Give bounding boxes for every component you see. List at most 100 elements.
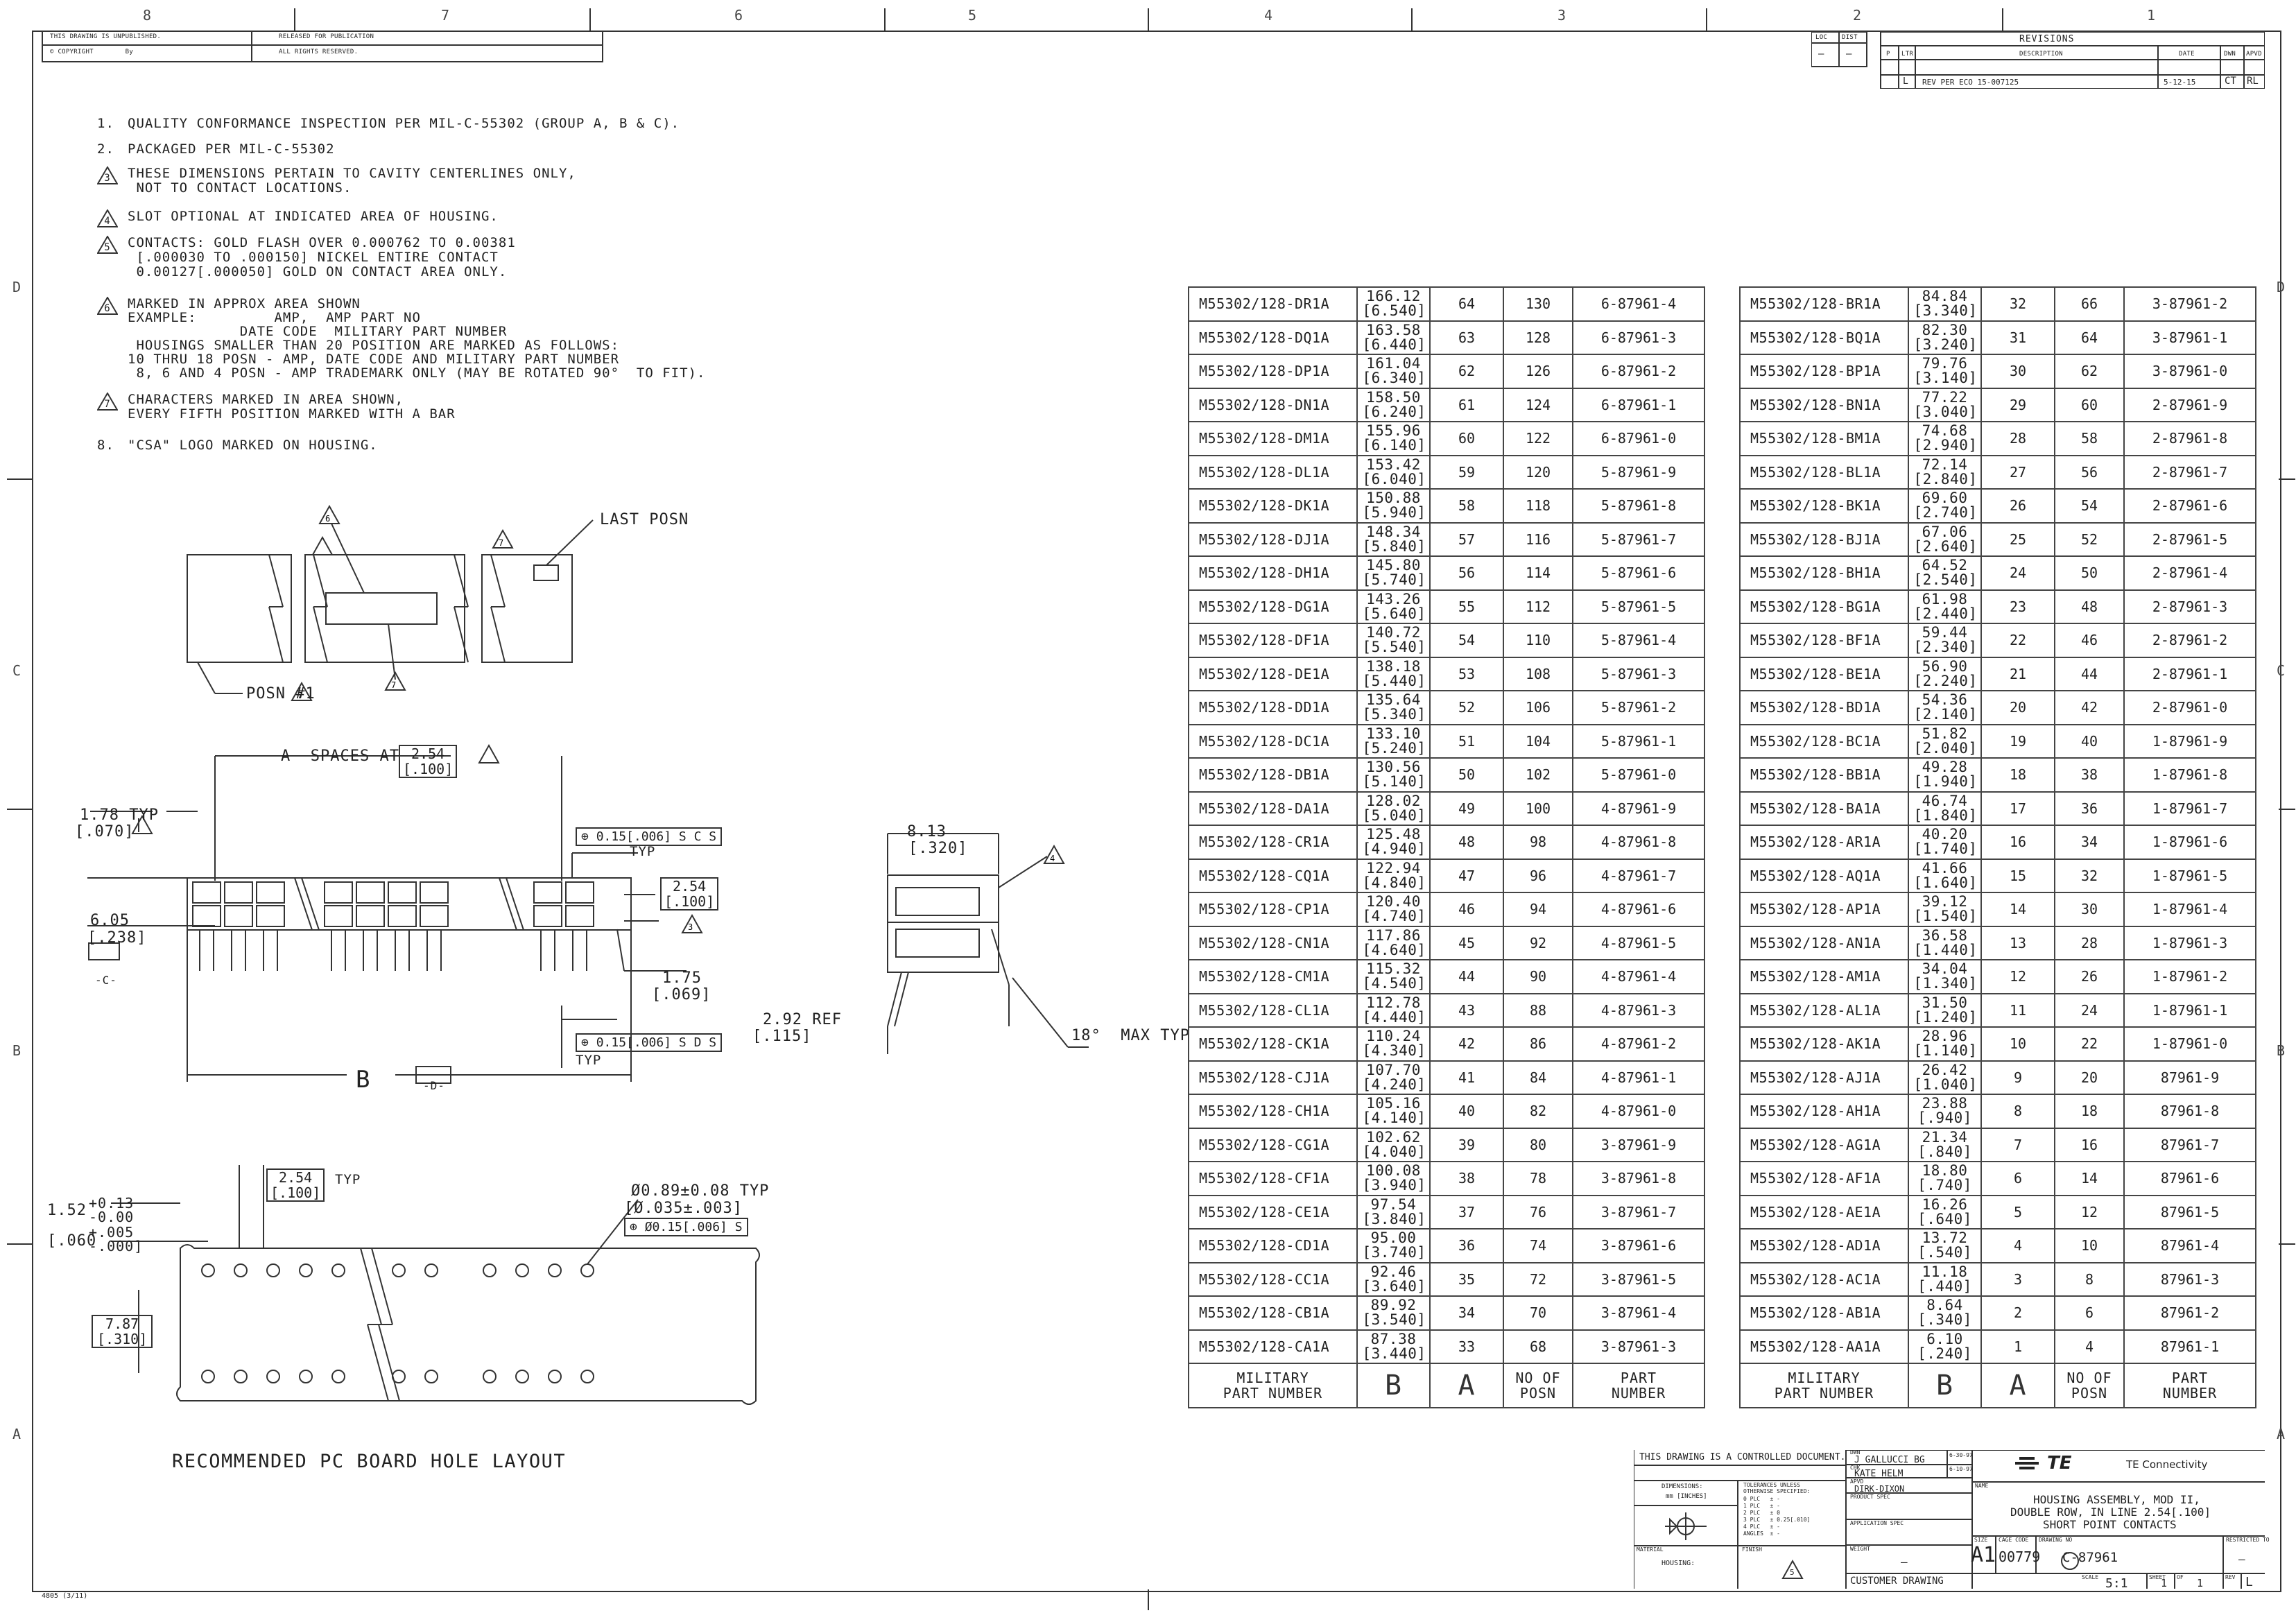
chk-label: CHK [1850,1465,1861,1471]
dim-a-value: 46 [1429,892,1504,927]
dim-b-mm: 100.08 [1366,1162,1421,1180]
size-value: A1 [1971,1543,1996,1567]
dim-b-inch: [3.240] [1913,336,1978,353]
dim-b-value: 102.62[4.040] [1356,1127,1431,1162]
posn1-label: POSN #1 [246,685,316,702]
dim-b-inch: [.940] [1917,1110,1972,1127]
dim-b-mm: 77.22 [1922,388,1968,406]
military-part-number: M55302/128-DK1A [1188,488,1358,524]
dim-b-mm: 143.26 [1366,590,1421,607]
dim-a-value: 41 [1429,1060,1504,1095]
military-part-number: M55302/128-CJ1A [1188,1060,1358,1095]
part-number: 2-87961-8 [2123,421,2256,456]
position-count: 54 [2054,488,2125,524]
dim-292: 2.92 REF [763,1011,842,1028]
dim-b-inch: [.340] [1917,1311,1972,1329]
dim-b-value: 16.26[.640] [1908,1194,1982,1230]
note-flag-icon: 7 [97,392,118,411]
dim-b-mm: 11.18 [1922,1263,1968,1280]
dim-a-value: 25 [1980,521,2055,557]
part-number: 1-87961-1 [2123,992,2256,1028]
title-block: THIS DRAWING IS A CONTROLLED DOCUMENT. D… [1634,1449,2270,1591]
dim-b-inch: [2.840] [1913,470,1978,488]
hole-pitch-typ: TYP [335,1172,361,1187]
position-count: 26 [2054,959,2125,994]
position-count: 112 [1503,589,1573,624]
position-count: 32 [2054,858,2125,893]
part-number: 3-87961-0 [2123,354,2256,389]
dim-b-mm: 153.42 [1366,456,1421,473]
dim-b-inch: [6.340] [1362,370,1426,387]
svg-text:3: 3 [688,922,693,932]
dim-b-value: 140.72[5.540] [1356,623,1431,658]
rev-loc-label: LOC [1815,34,1828,41]
form-code: 4805 (3/11) [42,1592,88,1600]
position-count: 22 [2054,1026,2125,1062]
dim-b-inch: [2.640] [1913,537,1978,555]
dim-b-value: 34.04[1.340] [1908,959,1982,994]
position-count: 60 [2054,387,2125,422]
military-part-number: M55302/128-CP1A [1188,892,1358,927]
te-logo-icon: TE [2047,1453,2072,1474]
rev-col-p: P [1886,51,1890,58]
military-part-number: M55302/128-AJ1A [1739,1060,1909,1095]
dim-b-inch: [4.740] [1362,908,1426,925]
part-number: 87961-1 [2123,1329,2256,1364]
tolerance-rows: 0 PLC ± - 1 PLC ± - 2 PLC ± 0 3 PLC ± 0.… [1743,1496,1811,1537]
restricted-label: RESTRICTED TO [2226,1537,2270,1543]
dim-b-mm: 150.88 [1366,490,1421,507]
dim-b-value: 133.10[5.240] [1356,723,1431,759]
of-label: OF [2177,1574,2184,1580]
product-spec-label: PRODUCT SPEC [1850,1494,1890,1500]
dim-b-value: 64.52[2.540] [1908,555,1982,591]
dim-b-inch: [1.540] [1913,908,1978,925]
brand-name: TE Connectivity [2126,1458,2208,1471]
dim-a-value: 63 [1429,320,1504,355]
dim-b-mm: 145.80 [1366,557,1421,574]
part-number: 4-87961-7 [1572,858,1705,893]
position-count: 78 [1503,1161,1573,1196]
part-number: 2-87961-2 [2123,623,2256,658]
released-text: RELEASED FOR PUBLICATION [279,33,374,40]
dim-b-inch: [6.140] [1362,437,1426,454]
dim-b-inch: [5.540] [1362,639,1426,656]
dwn-label: DWN [1850,1449,1861,1456]
part-number: 3-87961-1 [2123,320,2256,355]
military-part-number: M55302/128-CE1A [1188,1194,1358,1230]
military-part-number: M55302/128-CN1A [1188,925,1358,960]
dim-b-value: 95.00[3.740] [1356,1228,1431,1263]
military-part-number: M55302/128-BG1A [1739,589,1909,624]
position-count: 124 [1503,387,1573,422]
dim-b-inch: [3.740] [1362,1244,1426,1261]
military-part-number: M55302/128-DA1A [1188,791,1358,826]
military-part-number: M55302/128-CD1A [1188,1228,1358,1263]
dim-a-value: 61 [1429,387,1504,422]
dim-b-mm: 31.50 [1922,994,1968,1011]
rev-col-dwn: DWN [2224,51,2236,58]
military-part-number: M55302/128-BH1A [1739,555,1909,591]
dim-b-inch: [1.940] [1913,773,1978,791]
dim-b-mm: 117.86 [1366,926,1421,944]
dim-b-value: 143.26[5.640] [1356,589,1431,624]
military-part-number: M55302/128-BK1A [1739,488,1909,524]
part-number: 1-87961-6 [2123,825,2256,860]
part-number: 3-87961-7 [1572,1194,1705,1230]
position-count: 98 [1503,825,1573,860]
part-number: 87961-9 [2123,1060,2256,1095]
dim-b-value: 56.90[2.240] [1908,656,1982,691]
dim-175: 1.75 [662,969,702,987]
housing-side-view: 4 [887,833,1089,1054]
part-number: 4-87961-3 [1572,992,1705,1028]
dim-b-inch: [2.540] [1913,571,1978,589]
housing-top-view: 6 7 7 7 [187,504,594,701]
dim-b-mm: 161.04 [1366,355,1421,372]
dim-b-inch: [5.840] [1362,537,1426,555]
dim-a-value: 43 [1429,992,1504,1028]
